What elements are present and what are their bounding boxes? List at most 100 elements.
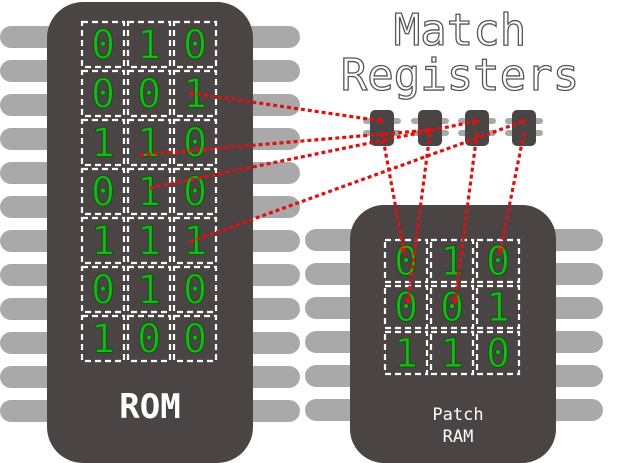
rom-cell <box>80 314 126 363</box>
ram-cell <box>475 238 521 284</box>
match-arrow <box>189 119 527 244</box>
rom-cell <box>80 265 126 314</box>
rom-bit: 0 <box>137 72 161 118</box>
rom-pin-left <box>0 94 60 116</box>
rom-pin-right <box>240 298 300 320</box>
ram-cell <box>429 284 475 330</box>
rom-pin-left <box>0 400 60 422</box>
ram-label-line-2: RAM <box>443 427 474 447</box>
rom-pin-left <box>0 128 60 150</box>
rom-pin-left <box>0 264 60 286</box>
rom-bit: 0 <box>91 72 115 118</box>
rom-pin-left <box>0 26 60 48</box>
rom-pin-left <box>0 366 60 388</box>
rom-bit: 1 <box>137 170 161 216</box>
rom-cell <box>80 118 126 167</box>
rom-pin-right <box>240 60 300 82</box>
match-arrow <box>189 91 385 124</box>
ram-pin-right <box>543 331 603 353</box>
rom-pin-right <box>240 26 300 48</box>
match-register-body <box>370 110 394 146</box>
rom-pin-right <box>240 366 300 388</box>
rom-cell <box>126 314 172 363</box>
rom-pin-right <box>240 400 300 422</box>
ram-pin-right <box>543 365 603 387</box>
rom-pin-left <box>0 60 60 82</box>
ram-bit: 1 <box>440 239 464 285</box>
rom-cell <box>172 265 218 314</box>
ram-cell <box>475 330 521 376</box>
ram-bit: 1 <box>486 285 510 331</box>
rom-bit: 1 <box>91 317 115 363</box>
rom-cell <box>172 167 218 216</box>
title-line-2: Registers <box>341 50 579 101</box>
ram-cell <box>383 330 429 376</box>
rom-pin-left <box>0 162 60 184</box>
ram-bit: 1 <box>440 331 464 377</box>
match-arrow <box>452 132 479 305</box>
ram-cell <box>383 284 429 330</box>
ram-pin-right <box>543 229 603 251</box>
rom-pin-right <box>240 196 300 218</box>
ram-label-line-1: Patch <box>432 405 483 425</box>
rom-bit: 1 <box>183 219 207 265</box>
ram-bit: 0 <box>486 331 510 377</box>
rom-bit: 1 <box>137 23 161 69</box>
rom-cell <box>126 20 172 69</box>
rom-pins <box>0 26 300 422</box>
rom-bit: 1 <box>183 72 207 118</box>
rom-bit: 0 <box>183 317 207 363</box>
ram-bit: 0 <box>440 285 464 331</box>
ram-pin-right <box>543 297 603 319</box>
rom-cell <box>172 314 218 363</box>
rom-bit: 0 <box>183 23 207 69</box>
rom-bit: 0 <box>183 121 207 167</box>
ram-bit: 1 <box>394 331 418 377</box>
rom-cell <box>126 69 172 118</box>
rom-pin-left <box>0 196 60 218</box>
ram-pin-right <box>543 399 603 421</box>
match-register-body <box>512 110 536 146</box>
match-arrow <box>497 132 526 255</box>
rom-bit: 1 <box>91 121 115 167</box>
rom-cell <box>172 118 218 167</box>
rom-bit: 1 <box>137 121 161 167</box>
rom-pin-left <box>0 298 60 320</box>
rom-cell <box>172 20 218 69</box>
rom-pin-right <box>240 264 300 286</box>
rom-bit: 1 <box>137 219 161 265</box>
rom-cell <box>80 216 126 265</box>
rom-pin-left <box>0 332 60 354</box>
rom-bit: 0 <box>183 170 207 216</box>
rom-bit: 0 <box>137 317 161 363</box>
rom-cell <box>172 216 218 265</box>
rom-pin-right <box>240 230 300 252</box>
rom-bit: 1 <box>137 268 161 314</box>
rom-body <box>47 2 253 463</box>
rom-bit: 0 <box>91 268 115 314</box>
rom-bit: 1 <box>91 219 115 265</box>
rom-cell <box>126 265 172 314</box>
match-registers <box>363 110 543 146</box>
rom-pin-right <box>240 332 300 354</box>
rom-bit: 0 <box>183 268 207 314</box>
ram-cell <box>429 238 475 284</box>
match-arrows <box>139 91 527 305</box>
rom-cell <box>126 216 172 265</box>
rom-label: ROM <box>119 387 180 427</box>
ram-cell <box>475 284 521 330</box>
title-line-1: Match <box>394 5 526 56</box>
rom-bit: 0 <box>91 23 115 69</box>
rom-pin-left <box>0 230 60 252</box>
ram-cell <box>429 330 475 376</box>
rom-bit: 0 <box>91 170 115 216</box>
ram-pin-right <box>543 263 603 285</box>
ram-body <box>350 205 556 463</box>
match-arrow <box>405 132 432 305</box>
rom-cell <box>126 118 172 167</box>
rom-cell <box>80 69 126 118</box>
